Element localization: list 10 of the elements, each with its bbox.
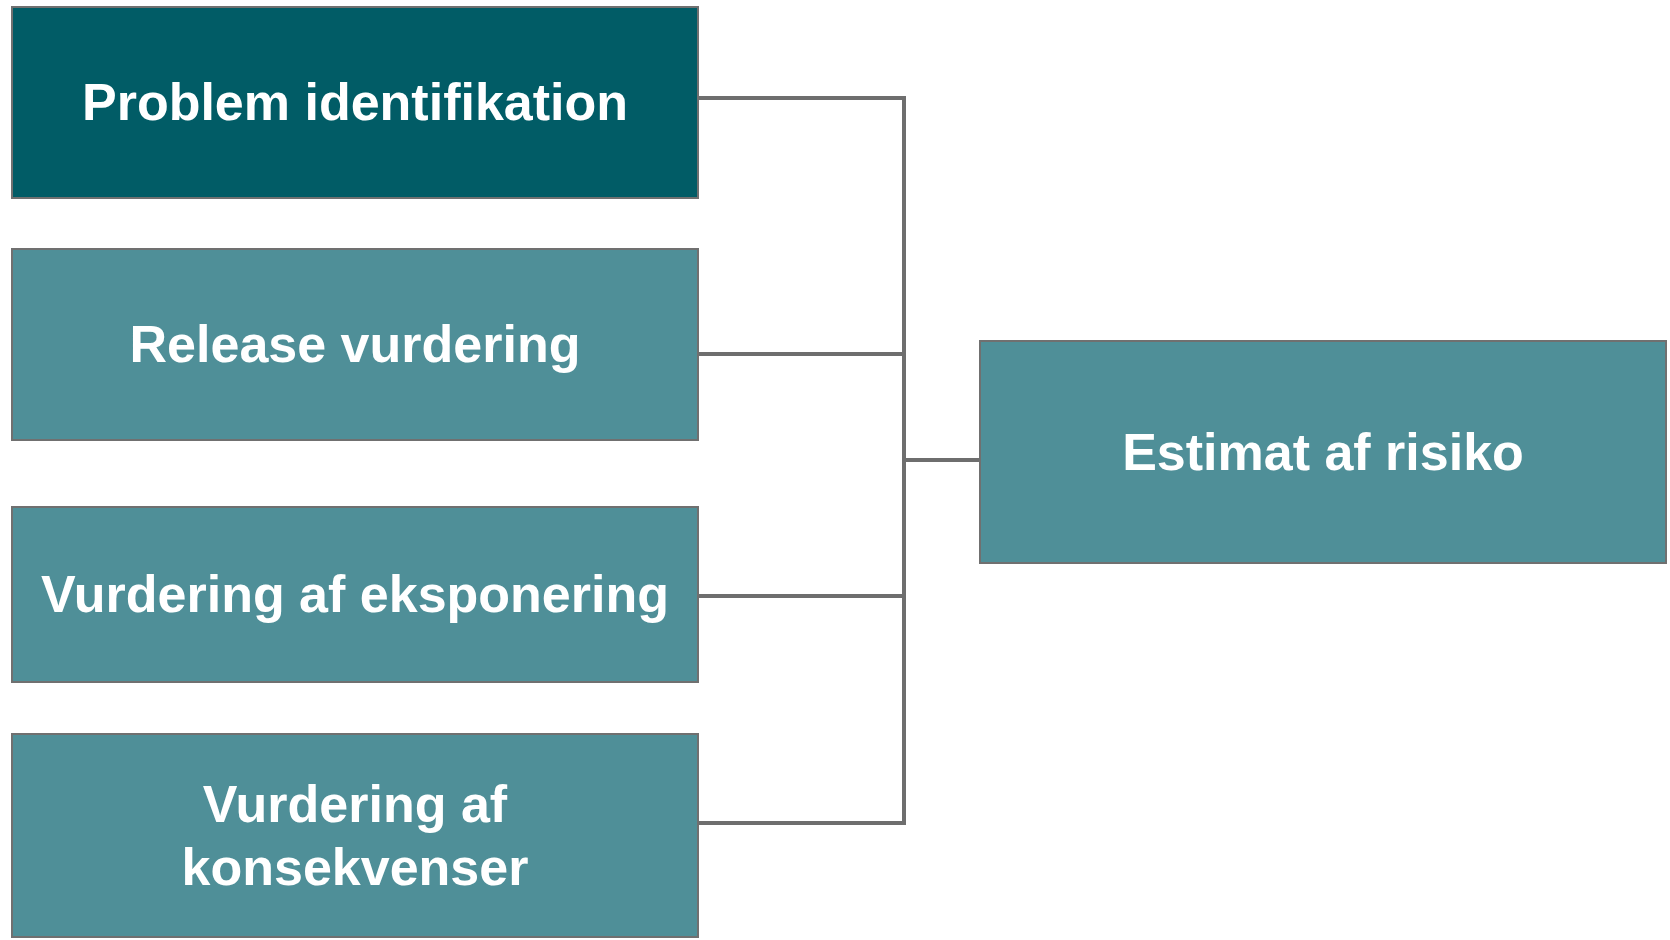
process-box <box>11 506 699 683</box>
process-box <box>979 340 1667 564</box>
box-label: Problem identifikation <box>81 72 629 134</box>
box-label: Estimat af risiko <box>1122 421 1524 483</box>
box-label: Vurdering af eksponering <box>41 564 669 626</box>
process-box <box>11 248 699 441</box>
process-box <box>11 6 699 199</box>
box-label: Release vurdering <box>129 314 581 376</box>
process-box <box>11 733 699 938</box>
box-label: Vurdering af konsekvenser <box>180 774 530 898</box>
